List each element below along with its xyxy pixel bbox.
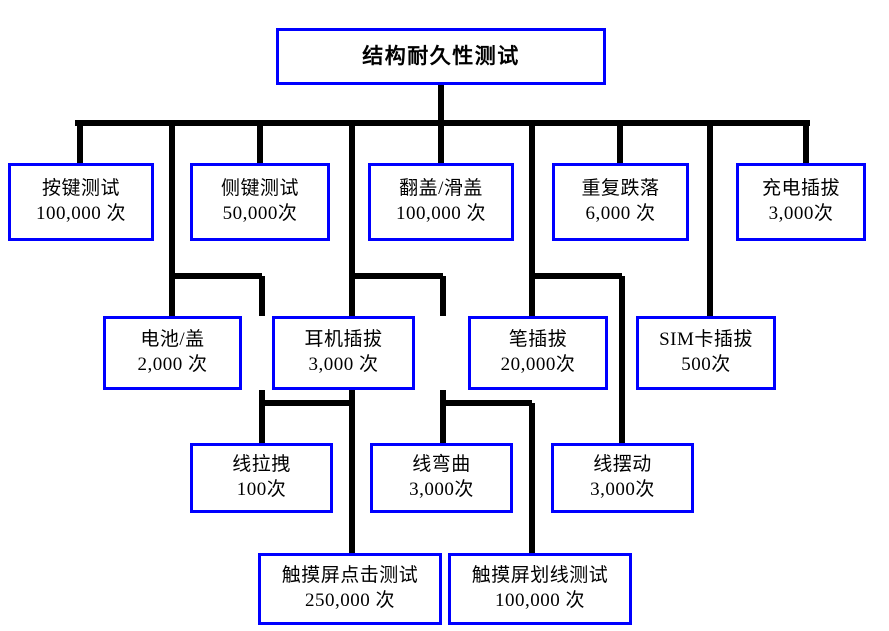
node-label: 重复跌落 [581,178,660,200]
node-count: 3,000次 [768,203,834,224]
node-cable-bend[interactable]: 线弯曲 3,000次 [370,443,513,513]
node-cable-pull[interactable]: 线拉拽 100次 [190,443,333,513]
node-count: 100,000 次 [494,590,585,611]
node-root[interactable]: 结构耐久性测试 [276,28,606,85]
node-label: SIM卡插拔 [659,329,753,351]
node-repeat-drop[interactable]: 重复跌落 6,000 次 [552,163,689,241]
node-label: 电池/盖 [140,329,205,351]
node-label: 触摸屏划线测试 [471,565,609,587]
node-cable-swing[interactable]: 线摆动 3,000次 [551,443,694,513]
node-label: 笔插拔 [508,329,568,351]
node-count: 50,000次 [222,203,298,224]
node-count: 250,000 次 [304,590,395,611]
node-label: 侧键测试 [220,178,299,200]
node-root-label: 结构耐久性测试 [362,43,520,68]
node-label: 翻盖/滑盖 [399,178,483,200]
node-sim-card-plug[interactable]: SIM卡插拔 500次 [636,316,776,390]
node-count: 100,000 次 [35,203,126,224]
node-label: 充电插拔 [761,178,840,200]
node-count: 3,000 次 [308,354,379,375]
node-label: 触摸屏点击测试 [281,565,419,587]
node-count: 6,000 次 [585,203,656,224]
node-touch-tap-test[interactable]: 触摸屏点击测试 250,000 次 [258,553,442,625]
node-pen-plug[interactable]: 笔插拔 20,000次 [468,316,608,390]
node-label: 线拉拽 [232,454,291,476]
node-label: 线弯曲 [412,454,471,476]
node-count: 100,000 次 [395,203,486,224]
node-charge-plug[interactable]: 充电插拔 3,000次 [736,163,866,241]
node-headset-plug[interactable]: 耳机插拔 3,000 次 [272,316,415,390]
node-battery-cover[interactable]: 电池/盖 2,000 次 [103,316,242,390]
node-key-test[interactable]: 按键测试 100,000 次 [8,163,154,241]
node-count: 500次 [681,354,731,375]
node-label: 按键测试 [41,178,120,200]
node-label: 线摆动 [593,454,652,476]
node-flip-slide-test[interactable]: 翻盖/滑盖 100,000 次 [368,163,514,241]
node-count: 2,000 次 [137,354,208,375]
node-count: 20,000次 [500,354,576,375]
node-count: 3,000次 [409,479,474,500]
node-side-key-test[interactable]: 侧键测试 50,000次 [190,163,330,241]
node-count: 100次 [236,479,287,500]
node-touch-swipe-test[interactable]: 触摸屏划线测试 100,000 次 [448,553,632,625]
node-label: 耳机插拔 [304,329,383,351]
node-count: 3,000次 [590,479,655,500]
